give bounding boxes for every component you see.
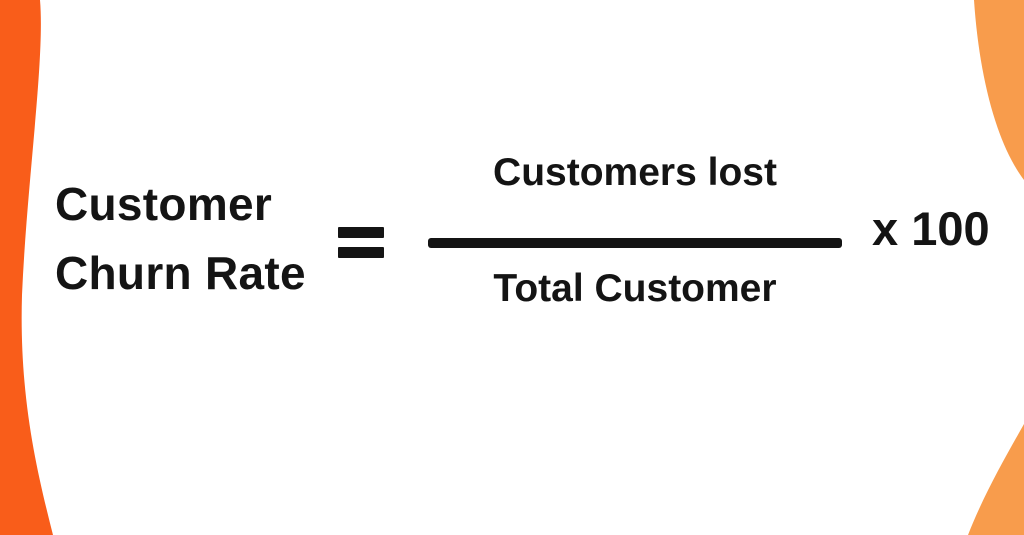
fraction-bar bbox=[428, 238, 842, 248]
formula-title: Customer Churn Rate bbox=[55, 170, 306, 308]
equals-sign bbox=[338, 227, 384, 258]
multiplier-x100: x 100 bbox=[872, 202, 990, 255]
right-top-petal-shape bbox=[974, 0, 1024, 180]
formula-title-line2: Churn Rate bbox=[55, 247, 306, 299]
left-wave-shape bbox=[0, 0, 53, 535]
right-bottom-petal-shape bbox=[968, 424, 1024, 535]
formula-title-line1: Customer bbox=[55, 178, 273, 230]
fraction-denominator: Total Customer bbox=[493, 267, 777, 310]
equals-top-bar bbox=[338, 227, 384, 238]
fraction-numerator: Customers lost bbox=[493, 151, 777, 194]
equals-bottom-bar bbox=[338, 247, 384, 258]
